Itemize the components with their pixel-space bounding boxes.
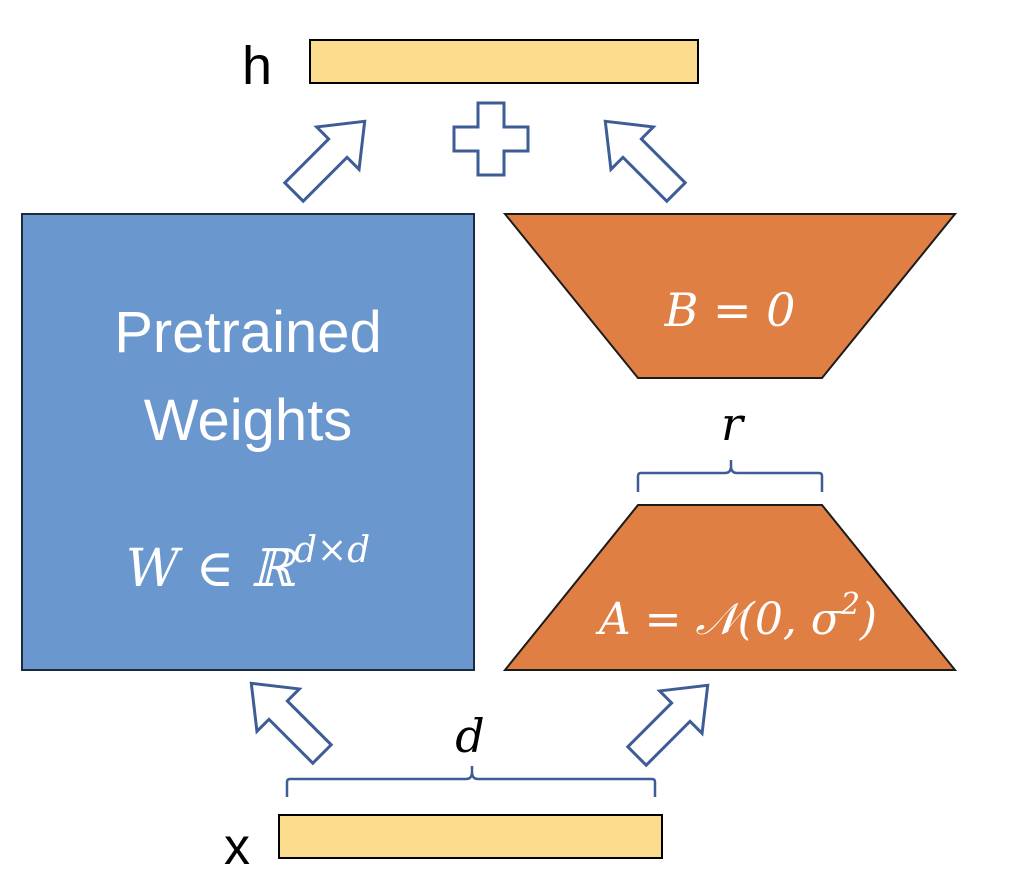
plus-icon [452, 101, 530, 177]
lora-a-matrix [502, 504, 958, 671]
pretrained-weights-block [21, 213, 475, 671]
arrow-up-right-icon [625, 683, 710, 768]
weights-formula-sup: d×d [294, 530, 370, 571]
arrow-up-right-icon [282, 119, 367, 204]
lora-b-formula: B = 0 [664, 283, 796, 337]
output-vector-bar [309, 39, 699, 84]
lora-a-formula-suffix: ) [859, 594, 877, 645]
lora-a-formula-sup: 2 [840, 587, 860, 622]
lora-b-matrix [502, 213, 958, 379]
arrow-up-left-icon [249, 681, 334, 766]
arrow-up-left-icon [603, 119, 688, 204]
input-dim-label: d [455, 709, 484, 763]
rank-label: r [721, 397, 746, 451]
input-dim-brace [285, 766, 657, 797]
weights-formula: W ∈ ℝd×d [126, 530, 370, 599]
lora-a-formula-prefix: A = 𝒩(0, σ [595, 594, 843, 645]
input-vector-bar [278, 814, 663, 859]
lora-a-formula: A = 𝒩(0, σ2) [595, 587, 877, 645]
input-vector-label: x [224, 818, 250, 876]
output-vector-label: h [242, 36, 272, 96]
weights-formula-main: W ∈ ℝ [126, 539, 298, 599]
rank-brace [636, 460, 824, 492]
pretrained-weights-title: Pretrained [114, 300, 382, 365]
pretrained-weights-subtitle: Weights [144, 388, 352, 453]
